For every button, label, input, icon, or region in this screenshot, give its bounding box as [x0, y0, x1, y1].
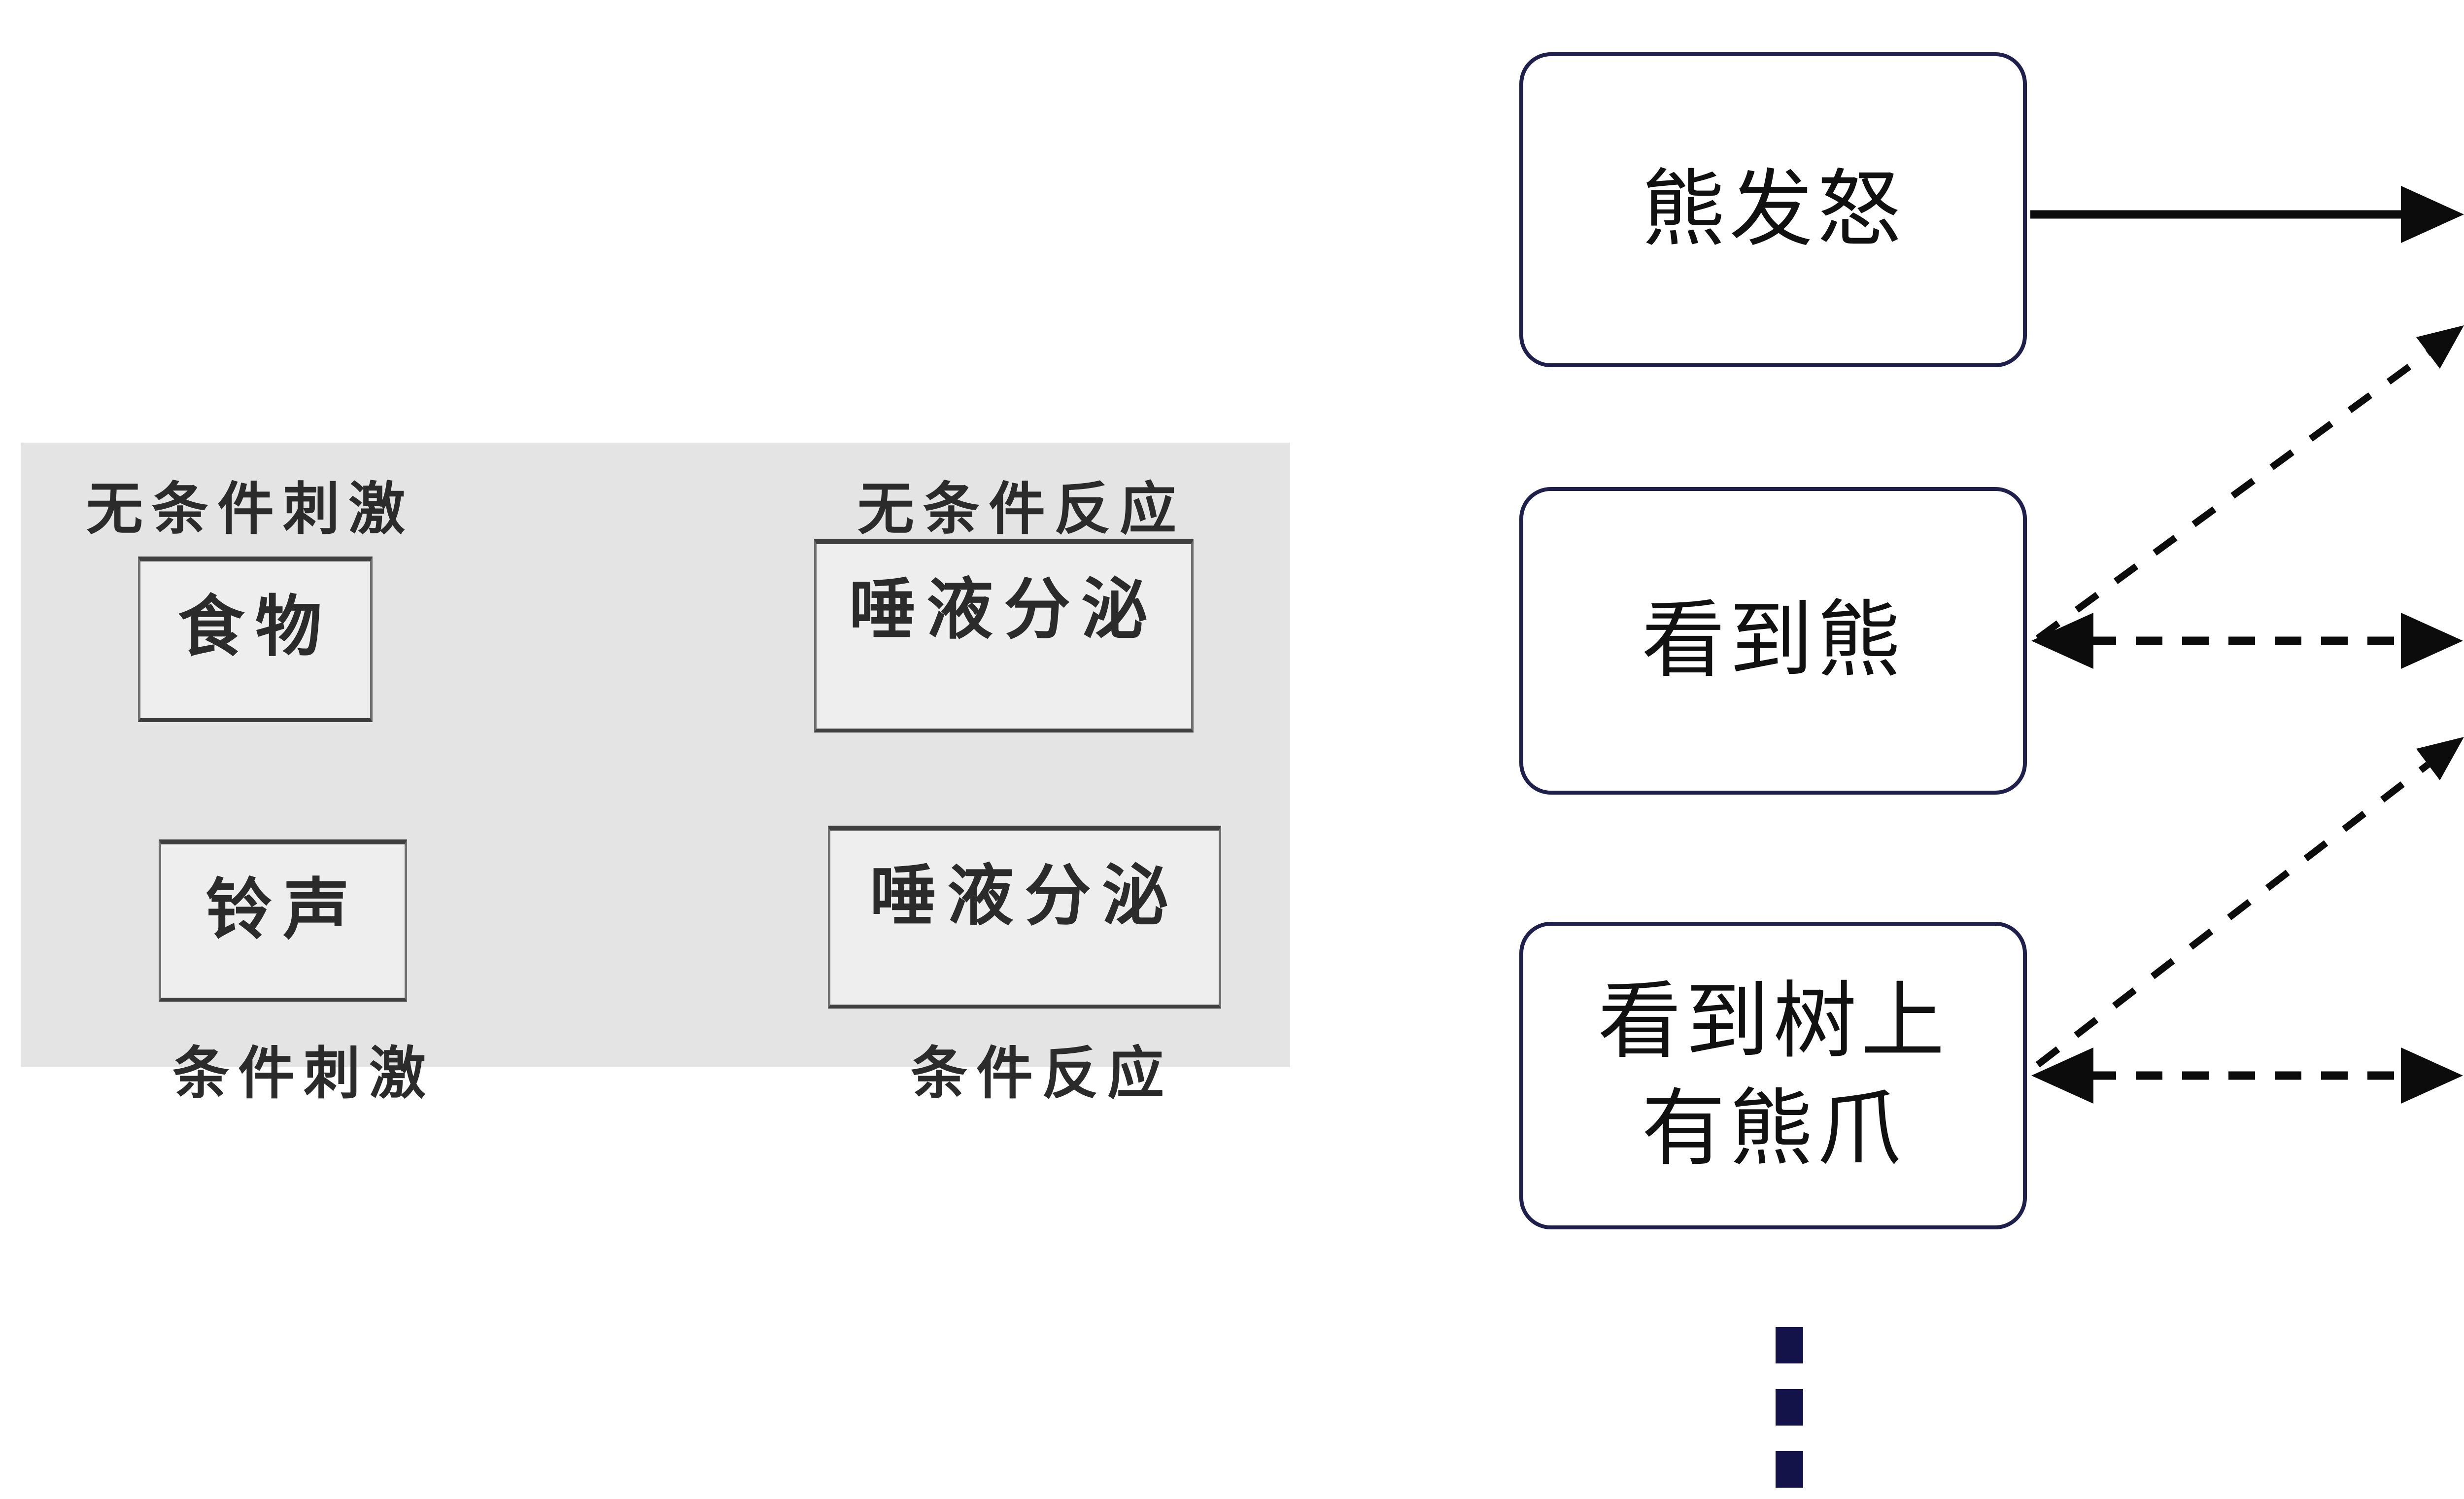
label-conditioned-stimulus: 条件刺激: [172, 1041, 435, 1107]
food-box: 食物: [138, 557, 373, 722]
classical-conditioning-panel: 无条件刺激 无条件反应 食物 唾液分泌 铃声 唾液分泌 条件刺激 条件反应: [21, 443, 1290, 1107]
salivation-top-box: 唾液分泌: [814, 539, 1194, 732]
arrow-bear-angry-to-reward: [2030, 186, 2464, 243]
ellipsis-dot: [1776, 1327, 1803, 1363]
dashed-arrow-see-claw-to-vs: [2031, 1047, 2463, 1104]
state-box-bear-angry: 熊发怒: [1519, 52, 2027, 367]
ellipsis-dot: [1776, 1389, 1803, 1426]
label-unconditioned-stimulus: 无条件刺激: [86, 476, 414, 542]
ellipsis-dot: [1776, 1451, 1803, 1488]
state-box-see-claw: 看到树上 有熊爪: [1519, 922, 2027, 1229]
dashed-arrow-see-bear-to-reward: [2035, 325, 2464, 641]
label-unconditioned-response: 无条件反应: [857, 476, 1186, 542]
label-conditioned-response: 条件反应: [911, 1041, 1173, 1107]
salivation-bottom-box: 唾液分泌: [828, 826, 1221, 1009]
bell-box: 铃声: [159, 839, 407, 1002]
state-box-see-bear: 看到熊: [1519, 487, 2027, 795]
dashed-arrow-see-claw-to-vs-prime: [2035, 737, 2464, 1068]
dashed-arrow-see-bear-to-vs-prime: [2031, 613, 2463, 669]
